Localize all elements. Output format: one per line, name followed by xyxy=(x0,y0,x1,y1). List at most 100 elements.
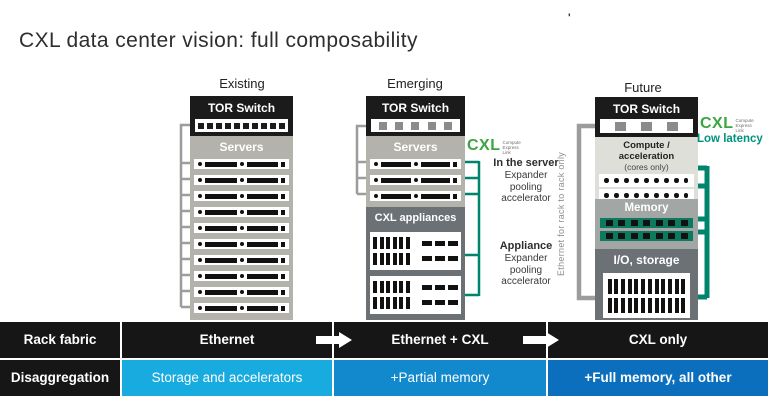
memory-label: Memory xyxy=(624,202,669,214)
server-led-icon xyxy=(198,162,202,166)
ethernet-rack-note: Ethernet for rack to rack only xyxy=(556,151,566,277)
server-drive-bar xyxy=(205,257,237,263)
bar-icon xyxy=(399,237,403,250)
page-title: CXL data center vision: full composabili… xyxy=(19,29,418,52)
dash-icon xyxy=(448,300,458,306)
dash-icon xyxy=(422,240,432,246)
memory-chip-icon xyxy=(680,220,688,226)
bar-icon xyxy=(681,278,686,294)
bar-icon xyxy=(386,296,390,309)
io-storage-box xyxy=(603,273,690,318)
server-led-icon xyxy=(374,194,378,198)
server-drive-bar xyxy=(381,161,411,167)
server-row xyxy=(194,255,289,265)
server-led-icon xyxy=(374,162,378,166)
server-drive-bar xyxy=(205,289,237,295)
server-led-icon xyxy=(198,242,202,246)
server-drive-bar xyxy=(246,177,278,183)
bar-icon xyxy=(386,237,390,250)
bar-icon xyxy=(674,278,679,294)
port-icon xyxy=(443,121,452,130)
memory-module-row xyxy=(600,231,693,241)
server-drive-bar xyxy=(205,273,237,279)
bar-icon xyxy=(667,278,672,294)
column-header-emerging: Emerging xyxy=(387,76,443,91)
core-dot-icon xyxy=(644,193,649,198)
server-led-icon xyxy=(198,194,202,198)
core-dot-icon xyxy=(604,193,609,198)
bar-icon xyxy=(405,281,410,294)
server-port-icon xyxy=(281,161,285,167)
bar-icon xyxy=(621,297,626,313)
server-led-icon xyxy=(198,210,202,214)
server-drive-bar xyxy=(205,209,237,215)
memory-module-row xyxy=(600,218,693,228)
servers-label: Servers xyxy=(393,140,438,154)
memory-chip-icon xyxy=(605,233,613,239)
server-row xyxy=(194,175,289,185)
bar-icon xyxy=(379,252,384,265)
bar-icon xyxy=(399,296,403,309)
compute-panel: Compute / acceleration (cores only) xyxy=(595,137,698,202)
server-drive-bar xyxy=(420,193,450,199)
bar-icon xyxy=(392,237,397,250)
cxl-logo-text: CXL xyxy=(700,115,734,132)
appliance-bars xyxy=(373,237,410,250)
server-port-icon xyxy=(453,177,457,183)
memory-chip-icon xyxy=(643,220,650,226)
rack-emerging: TOR Switch Servers xyxy=(366,96,465,320)
memory-chip-icon xyxy=(630,220,638,226)
server-led-icon xyxy=(413,194,418,198)
tor-switch-emerging: TOR Switch xyxy=(366,96,465,136)
server-drive-bar xyxy=(246,161,278,167)
port-icon xyxy=(427,121,436,130)
bar-icon xyxy=(614,278,619,294)
bar-icon xyxy=(661,278,666,294)
bar-icon xyxy=(392,252,397,265)
server-drive-bar xyxy=(205,241,237,247)
core-dot-icon xyxy=(634,193,639,198)
server-drive-bar xyxy=(205,161,237,167)
server-row xyxy=(194,207,289,217)
memory-chip-icon xyxy=(605,220,613,226)
appliance-row xyxy=(373,252,458,265)
tor-switch-label: TOR Switch xyxy=(381,101,450,115)
server-drive-bar xyxy=(246,225,278,231)
appliance-bars xyxy=(373,252,410,265)
server-drive-bar xyxy=(246,273,278,279)
server-led-icon xyxy=(413,162,418,166)
server-drive-bar xyxy=(381,193,411,199)
bar-icon xyxy=(373,296,377,309)
bar-icon xyxy=(627,278,632,294)
core-dot-icon xyxy=(604,178,609,183)
tor-switch-existing: TOR Switch xyxy=(190,96,293,136)
compute-label: Compute / acceleration xyxy=(618,140,675,162)
appliance-row xyxy=(373,296,458,309)
core-dot-icon xyxy=(683,193,689,198)
port-icon xyxy=(379,121,388,130)
core-dot-icon xyxy=(674,193,679,198)
servers-panel-emerging: Servers xyxy=(366,136,465,207)
port-icon xyxy=(411,121,420,130)
server-list xyxy=(366,159,465,201)
server-drive-bar xyxy=(246,257,278,263)
bar-icon xyxy=(373,281,377,294)
bar-icon xyxy=(667,297,672,313)
memory-panel: Memory xyxy=(595,199,698,249)
server-led-icon xyxy=(239,194,244,198)
bar-icon xyxy=(405,296,410,309)
cxl-logo-text: CXL xyxy=(467,137,501,154)
port-icon xyxy=(252,122,258,129)
arrow-right-icon xyxy=(316,332,353,348)
appliance-dashes xyxy=(422,300,458,306)
tor-port-strip xyxy=(371,119,460,132)
cxl-appliance xyxy=(370,276,461,314)
bar-icon xyxy=(641,278,646,294)
bar-icon xyxy=(654,297,659,313)
core-dot-icon xyxy=(654,193,659,198)
bar-icon xyxy=(392,281,397,294)
table-cell-ethernet-cxl: Ethernet + CXL xyxy=(334,322,546,358)
memory-chip-icon xyxy=(618,233,625,239)
tor-switch-future: TOR Switch xyxy=(595,97,698,137)
